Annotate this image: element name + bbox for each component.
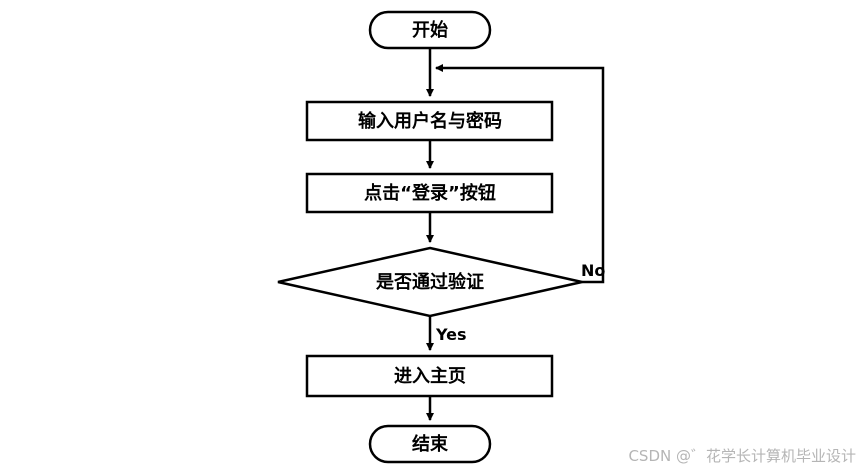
click-login-label: 点击“登录”按钮	[364, 182, 496, 204]
edge-no-loop	[435, 64, 605, 284]
enter-homepage-node: 进入主页	[305, 354, 554, 398]
end-label: 结束	[412, 433, 449, 455]
watermark-text: CSDN @゛花学长计算机毕业设计	[628, 447, 856, 465]
verify-decision-label: 是否通过验证	[375, 271, 484, 293]
start-node: 开始	[368, 10, 492, 50]
yes-label: Yes	[435, 325, 467, 344]
verify-decision-node: 是否通过验证	[277, 246, 583, 318]
start-label: 开始	[412, 19, 448, 41]
click-login-node: 点击“登录”按钮	[305, 172, 554, 214]
input-credentials-label: 输入用户名与密码	[358, 110, 502, 132]
end-node: 结束	[368, 424, 492, 464]
input-credentials-node: 输入用户名与密码	[305, 100, 554, 142]
enter-homepage-label: 进入主页	[394, 365, 466, 387]
no-label: No	[581, 261, 605, 280]
